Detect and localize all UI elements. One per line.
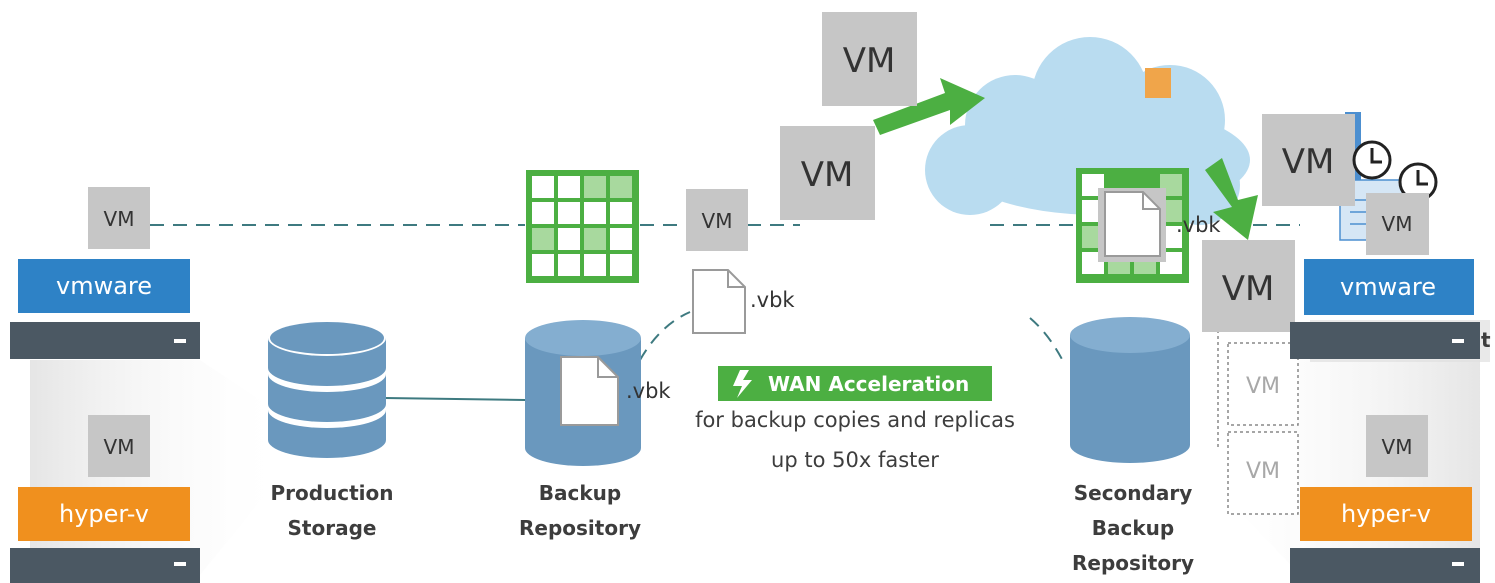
svg-text:VM: VM: [801, 155, 854, 195]
cloud-shape: [925, 37, 1250, 225]
green-arrow-lower: [1205, 158, 1258, 240]
wan-title: WAN Acceleration: [768, 372, 969, 396]
svg-text:VM: VM: [104, 435, 135, 459]
vmware-label-right: vmware: [1340, 273, 1436, 301]
left-light-beam: [30, 360, 290, 575]
vm-cloud-lower: VM: [780, 126, 875, 220]
backup-blocks-grid-right: [1076, 168, 1189, 283]
production-storage-icon: [268, 320, 386, 458]
vbk-file-icon-backup: [560, 356, 619, 426]
vbk-ext-right: .vbk: [1176, 213, 1221, 237]
server-bar-left-top: [10, 322, 200, 359]
vmware-host-left: vmware: [18, 259, 190, 313]
storage-link: [384, 397, 526, 401]
backup-repository-label-2: Repository: [519, 516, 641, 540]
secondary-repository-label-1: Secondary: [1074, 481, 1193, 505]
vm-replica-large: VM: [1202, 240, 1295, 332]
vmware-label-left: vmware: [56, 272, 152, 300]
server-bar-right-bottom: [1290, 548, 1480, 583]
lightning-icon: [733, 370, 752, 398]
vm-middle: VM: [686, 189, 748, 251]
secondary-repository-icon: [1070, 317, 1190, 463]
vmware-host-right: vmware: [1304, 259, 1474, 315]
hyperv-label-left: hyper-v: [59, 500, 149, 528]
backup-blocks-grid-left: [526, 170, 639, 283]
svg-text:VM: VM: [1282, 142, 1335, 182]
vm-placeholder-lower: VM: [1227, 431, 1299, 515]
backup-repository-label-1: Backup: [539, 481, 621, 505]
vbk-ext-middle: .vbk: [750, 288, 795, 312]
vm-replica-top: VM: [1262, 114, 1355, 206]
production-storage-label-1: Production: [270, 481, 393, 505]
dashed-arc-left: [639, 311, 691, 361]
vbk-file-icon-middle: [692, 269, 746, 334]
dashed-arc-right: [1029, 317, 1066, 366]
svg-text:VM: VM: [1382, 435, 1413, 459]
server-bar-right-top: t: [1290, 320, 1491, 362]
hyperv-label-right: hyper-v: [1341, 500, 1431, 528]
wan-subtitle-2: up to 50x faster: [771, 448, 939, 472]
clock-icon-1: [1352, 140, 1392, 180]
svg-text:VM: VM: [843, 41, 896, 81]
svg-text:VM: VM: [1222, 269, 1275, 309]
truncated-label: t: [1481, 328, 1491, 352]
secondary-repository-label-2: Backup: [1092, 516, 1174, 540]
production-storage-label-2: Storage: [288, 516, 377, 540]
hyperv-host-right: hyper-v: [1300, 487, 1472, 541]
vm-cloud-upper: VM: [822, 12, 917, 106]
vbk-ext-backup: .vbk: [626, 379, 671, 403]
vm-bottom-left: VM: [88, 415, 150, 477]
vm-replica-small: VM: [1366, 193, 1429, 255]
svg-text:VM: VM: [1382, 212, 1413, 236]
svg-text:VM: VM: [1246, 374, 1280, 399]
vm-bottom-right: VM: [1366, 415, 1428, 477]
vm-placeholder-upper: VM: [1227, 342, 1299, 426]
vm-top-left: VM: [88, 187, 150, 249]
svg-text:VM: VM: [1246, 459, 1280, 484]
wan-acceleration-badge: WAN Acceleration: [718, 366, 992, 401]
server-bar-left-bottom: [10, 548, 200, 583]
secondary-repository-label-3: Repository: [1072, 551, 1194, 575]
green-arrow-upper: [873, 78, 985, 135]
cloud-orange-accent: [1145, 68, 1171, 98]
wan-subtitle-1: for backup copies and replicas: [695, 408, 1015, 432]
svg-text:VM: VM: [702, 209, 733, 233]
hyperv-host-left: hyper-v: [18, 487, 190, 541]
svg-text:VM: VM: [104, 207, 135, 231]
